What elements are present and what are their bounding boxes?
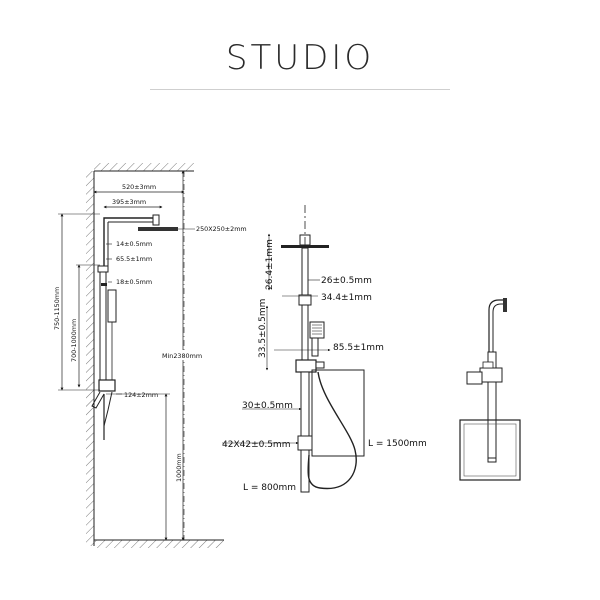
floor-hatch	[94, 540, 224, 548]
right-diagram	[459, 298, 521, 481]
dim-vert-inner: 700-1000mm	[70, 319, 78, 362]
right-mixer	[479, 367, 503, 383]
dim-m5: 85.5±1mm	[333, 343, 384, 353]
right-tray-outer	[459, 419, 521, 481]
shower-arm	[103, 217, 155, 268]
wall-hatch	[86, 171, 94, 546]
middle-diagram: 26.4±1mm 26±0.5mm 34.4±1mm 33.5±0.5mm 85…	[222, 205, 427, 493]
dim-d2: 65.5±1mm	[116, 255, 152, 263]
page-title: STUDIO	[225, 38, 375, 78]
dim-arm: 395±3mm	[112, 198, 146, 206]
dim-m1: 26.4±1mm	[265, 239, 275, 290]
mid-slide-bar	[300, 371, 310, 493]
ceiling-hatch	[94, 163, 194, 171]
mid-rain-head	[281, 245, 329, 248]
dim-m3: 34.4±1mm	[321, 293, 372, 303]
title-divider	[150, 89, 450, 90]
rain-head	[138, 227, 178, 231]
dim-hose-length: L = 1500mm	[368, 439, 427, 449]
right-arm	[488, 299, 505, 352]
mid-hose	[307, 371, 357, 490]
hand-shower	[107, 289, 117, 323]
dim-d1: 14±0.5mm	[116, 240, 152, 248]
dim-bar-length: L = 800mm	[243, 483, 296, 493]
mid-hand-shower-head	[309, 321, 325, 339]
dim-vert-outer: 750-1150mm	[53, 287, 61, 330]
mixer-body	[98, 379, 116, 392]
dim-d3: 18±0.5mm	[116, 278, 152, 286]
dim-m6: 30±0.5mm	[242, 401, 293, 411]
dim-m7: 42X42±0.5mm	[222, 440, 290, 450]
dim-floor: 1000mm	[175, 453, 183, 482]
left-diagram: 520±3mm 395±3mm 250X250±2mm 14±0.5mm 65.…	[53, 163, 247, 548]
dim-head: 250X250±2mm	[196, 225, 247, 233]
right-riser	[487, 351, 497, 459]
dim-m2: 26±0.5mm	[321, 276, 372, 286]
dim-m4: 33.5±0.5mm	[258, 299, 268, 358]
dim-d4: 124±2mm	[124, 391, 158, 399]
dim-min-height: Min2380mm	[162, 352, 202, 360]
dim-width-total: 520±3mm	[122, 183, 156, 191]
